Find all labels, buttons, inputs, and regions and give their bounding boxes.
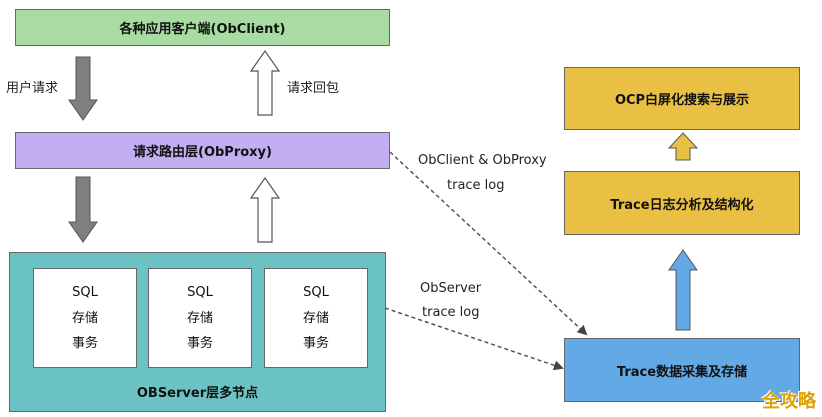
server-log-label-line1: ObServer — [420, 281, 482, 296]
ocp-box: OCP白屏化搜索与展示 — [564, 67, 800, 130]
trace-collect-box-label: Trace数据采集及存储 — [616, 364, 748, 380]
storage-unit-storage: 存储 — [71, 310, 98, 326]
server-box-label: OBServer层多节点 — [136, 386, 259, 401]
client-box-label: 各种应用客户端(ObClient) — [119, 22, 286, 37]
storage-unit-1: SQL 存储 事务 — [33, 268, 137, 368]
storage-unit-2: SQL 存储 事务 — [148, 268, 252, 368]
watermark-logo: 全攻略 — [762, 391, 816, 412]
storage-unit-transaction: 事务 — [302, 335, 329, 351]
user-request-label: 用户请求 — [6, 81, 59, 96]
trace-analysis-box-label: Trace日志分析及结构化 — [610, 197, 754, 213]
storage-unit-storage: 存储 — [302, 310, 329, 326]
request-response-arrow — [249, 49, 281, 116]
user-request-arrow — [68, 56, 98, 121]
server-log-connector — [384, 307, 564, 371]
storage-unit-sql: SQL — [187, 285, 213, 301]
proxy-log-label-line2: trace log — [447, 178, 505, 193]
analysis-to-ocp-arrow — [667, 132, 699, 161]
server-to-proxy-arrow — [249, 176, 281, 243]
proxy-to-server-arrow — [68, 176, 98, 243]
collect-to-analysis-arrow — [668, 249, 698, 331]
trace-collect-box: Trace数据采集及存储 — [564, 338, 800, 402]
trace-analysis-box: Trace日志分析及结构化 — [564, 171, 800, 235]
storage-unit-sql: SQL — [72, 285, 98, 301]
proxy-log-label-line1: ObClient & ObProxy — [418, 153, 547, 168]
client-box: 各种应用客户端(ObClient) — [15, 9, 390, 46]
storage-unit-3: SQL 存储 事务 — [264, 268, 368, 368]
storage-unit-sql: SQL — [303, 285, 329, 301]
server-log-label-line2: trace log — [422, 305, 480, 320]
proxy-log-connector — [389, 151, 588, 336]
request-response-label: 请求回包 — [287, 81, 340, 96]
storage-unit-storage: 存储 — [186, 310, 213, 326]
proxy-box-label: 请求路由层(ObProxy) — [133, 145, 272, 160]
storage-unit-transaction: 事务 — [186, 335, 213, 351]
storage-unit-transaction: 事务 — [71, 335, 98, 351]
proxy-box: 请求路由层(ObProxy) — [15, 132, 390, 169]
ocp-box-label: OCP白屏化搜索与展示 — [614, 93, 750, 108]
